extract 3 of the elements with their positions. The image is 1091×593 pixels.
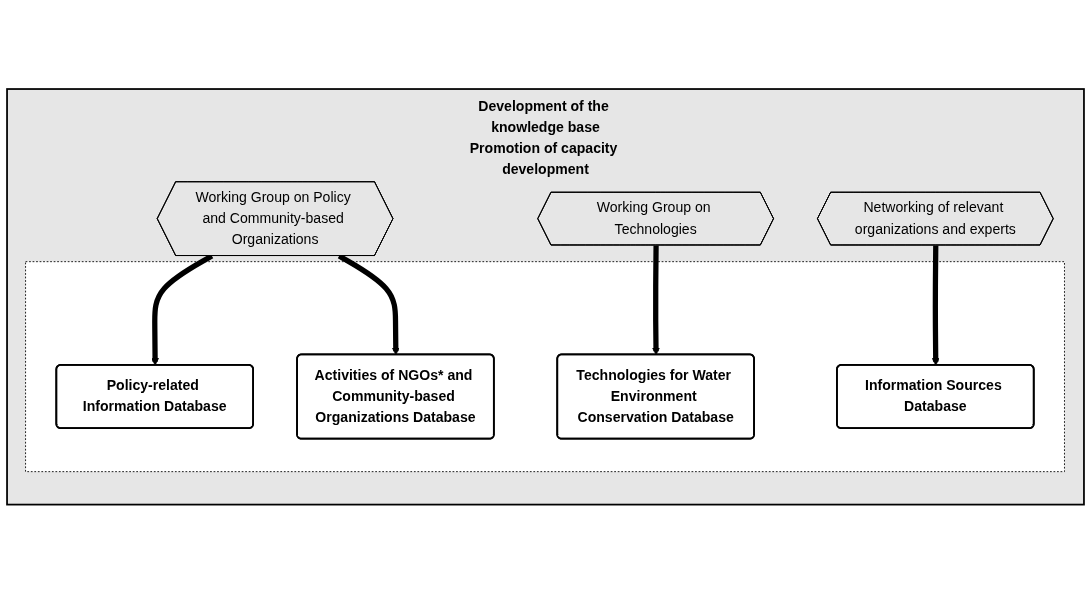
arrow	[652, 245, 660, 355]
cluster	[25, 260, 1065, 472]
arrow	[931, 245, 940, 366]
